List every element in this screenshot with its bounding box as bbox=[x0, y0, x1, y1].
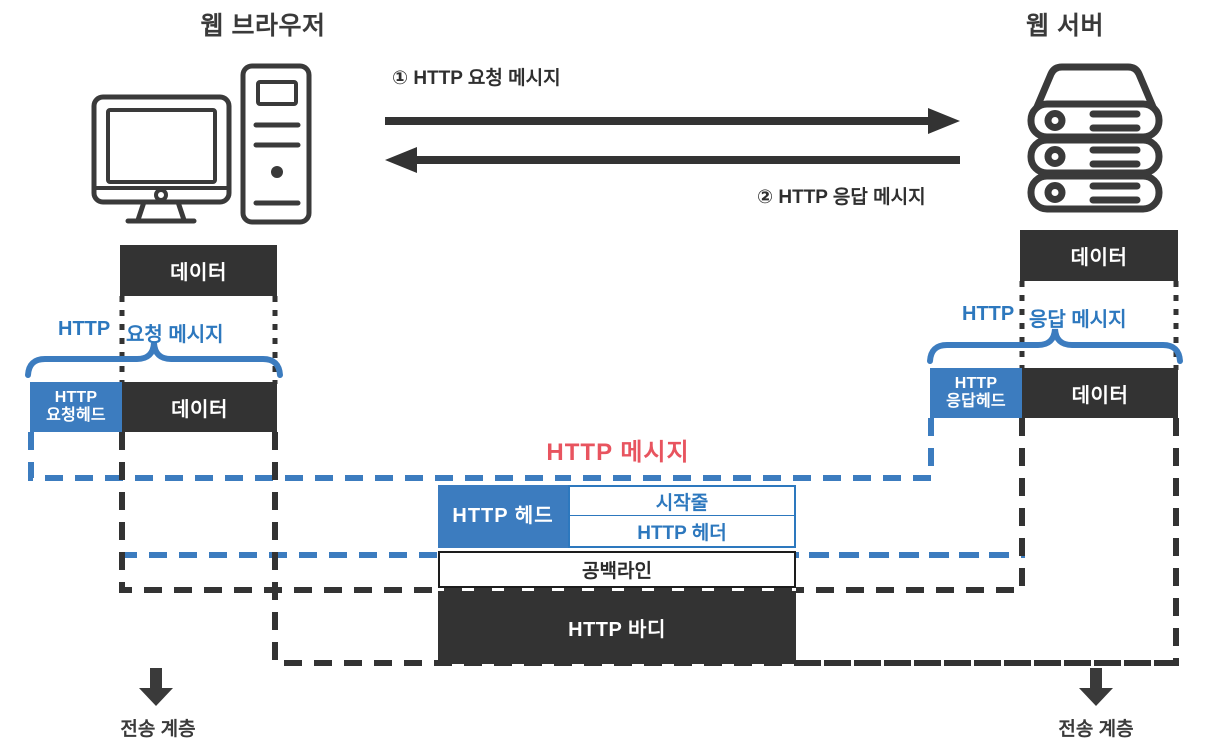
arrow-left-icon bbox=[385, 147, 960, 173]
right-data-bottom-box: 데이터 bbox=[1022, 368, 1178, 418]
arrow-right-icon bbox=[385, 108, 960, 134]
http-header-label: HTTP 헤더 bbox=[637, 522, 727, 544]
left-curly-brace-icon bbox=[25, 341, 283, 378]
left-data-bottom-box: 데이터 bbox=[122, 382, 277, 432]
server-stack-icon bbox=[1025, 62, 1165, 217]
left-transport-layer-label: 전송 계층 bbox=[120, 719, 196, 740]
http-response-head-line1: HTTP bbox=[954, 375, 998, 393]
blank-line-label: 공백라인 bbox=[582, 561, 652, 582]
response-flow-label: ② HTTP 응답 메시지 bbox=[757, 187, 926, 208]
right-transport-layer-label: 전송 계층 bbox=[1058, 719, 1134, 740]
right-data-top-box: 데이터 bbox=[1020, 230, 1178, 281]
left-brace-label-http: HTTP bbox=[58, 318, 111, 340]
http-request-head-box: HTTP 요청헤드 bbox=[30, 382, 122, 432]
left-data-bottom-label: 데이터 bbox=[171, 398, 228, 421]
http-header-box: HTTP 헤더 bbox=[568, 516, 796, 548]
left-brace-label-message: 요청 메시지 bbox=[126, 324, 224, 346]
http-head-box: HTTP 헤드 bbox=[438, 485, 568, 548]
http-response-head-box: HTTP 응답헤드 bbox=[930, 368, 1022, 418]
right-arrow-down-icon bbox=[1079, 668, 1113, 706]
desktop-computer-icon bbox=[80, 62, 320, 227]
http-request-head-line1: HTTP bbox=[54, 389, 98, 407]
http-request-head-line2: 요청헤드 bbox=[46, 407, 106, 424]
left-data-top-label: 데이터 bbox=[170, 262, 227, 284]
start-line-box: 시작줄 bbox=[568, 485, 796, 517]
right-curly-brace-icon bbox=[927, 327, 1183, 364]
web-server-title: 웹 서버 bbox=[1026, 12, 1104, 40]
http-message-title: HTTP 메시지 bbox=[546, 439, 690, 466]
request-flow-label: ① HTTP 요청 메시지 bbox=[392, 68, 561, 89]
http-body-label: HTTP 바디 bbox=[568, 619, 666, 641]
http-head-label: HTTP 헤드 bbox=[452, 505, 554, 528]
right-data-top-label: 데이터 bbox=[1070, 247, 1128, 269]
blank-line-box: 공백라인 bbox=[438, 551, 796, 588]
right-data-bottom-label: 데이터 bbox=[1071, 384, 1129, 407]
start-line-label: 시작줄 bbox=[655, 492, 709, 514]
right-brace-label-message: 응답 메시지 bbox=[1029, 309, 1127, 331]
left-arrow-down-icon bbox=[139, 668, 173, 706]
http-body-box: HTTP 바디 bbox=[438, 591, 796, 664]
web-browser-title: 웹 브라우저 bbox=[200, 12, 326, 40]
http-response-head-line2: 응답헤드 bbox=[946, 393, 1006, 410]
left-data-top-box: 데이터 bbox=[120, 245, 277, 296]
right-brace-label-http: HTTP bbox=[962, 303, 1015, 325]
